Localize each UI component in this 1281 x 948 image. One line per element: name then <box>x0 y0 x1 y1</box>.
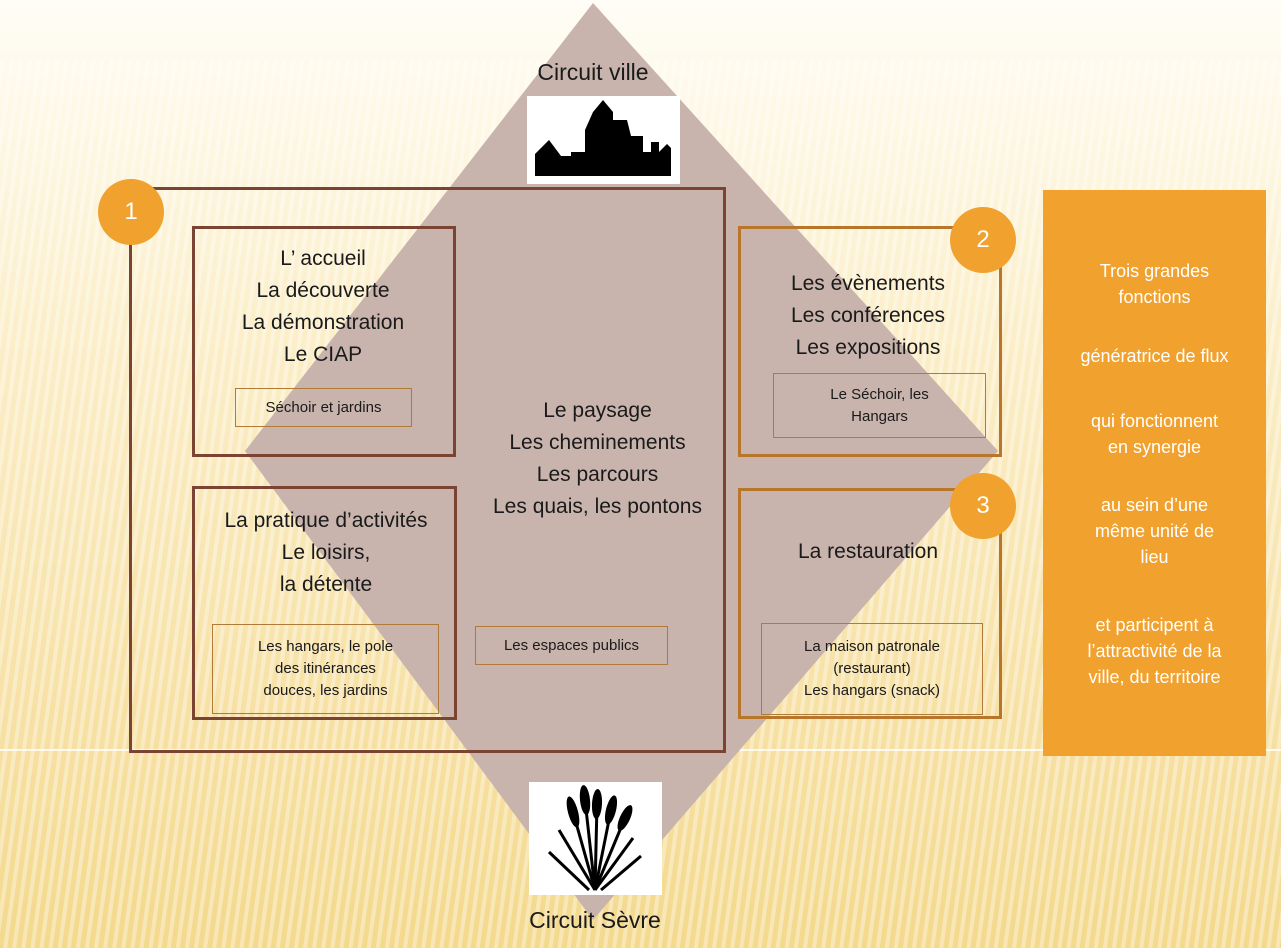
pratique-text: La pratique d’activités Le loisirs, la d… <box>224 509 428 596</box>
tag-espaces-publics: Les espaces publics <box>475 626 668 665</box>
city-image <box>527 96 680 184</box>
tag-maison-patronale: La maison patronale (restaurant) Les han… <box>761 623 983 715</box>
evenements-text: Les évènements Les conférences Les expos… <box>790 272 946 359</box>
badge-2: 2 <box>950 207 1016 273</box>
tag-sechoir-hangars: Le Séchoir, les Hangars <box>773 373 986 438</box>
city-silhouette-icon <box>535 100 671 176</box>
side-text-3: qui fonctionnent en synergie <box>1090 411 1219 457</box>
wheat-reeds-icon <box>547 785 642 892</box>
side-text-1: Trois grandes fonctions <box>1099 261 1210 307</box>
side-text-4: au sein d’une même unité de lieu <box>1094 495 1215 567</box>
badge-1: 1 <box>98 179 164 245</box>
box-evenements <box>738 226 1002 457</box>
wheat-image <box>529 782 662 895</box>
badge-3: 3 <box>950 473 1016 539</box>
side-panel: Trois grandes fonctions génératrice de f… <box>1043 190 1266 756</box>
box-restauration <box>738 488 1002 719</box>
zone-1-frame <box>129 187 726 753</box>
accueil-text: L’ accueil La découverte La démonstratio… <box>241 247 405 366</box>
box-accueil <box>192 226 456 457</box>
tag-hangars-pole: Les hangars, le pole des itinérances dou… <box>212 624 439 714</box>
diamond-shape <box>245 3 998 920</box>
center-text: Le paysage Les cheminements Les parcours… <box>493 399 702 518</box>
side-text-2: génératrice de flux <box>1080 346 1229 366</box>
side-text-5: et participent à l’attractivité de la vi… <box>1087 615 1222 687</box>
top-label: Circuit ville <box>537 59 649 85</box>
restauration-text: La restauration <box>797 540 939 563</box>
bottom-label: Circuit Sèvre <box>529 907 661 933</box>
tag-sechoir-jardins: Séchoir et jardins <box>235 388 412 427</box>
box-pratique <box>192 486 457 720</box>
